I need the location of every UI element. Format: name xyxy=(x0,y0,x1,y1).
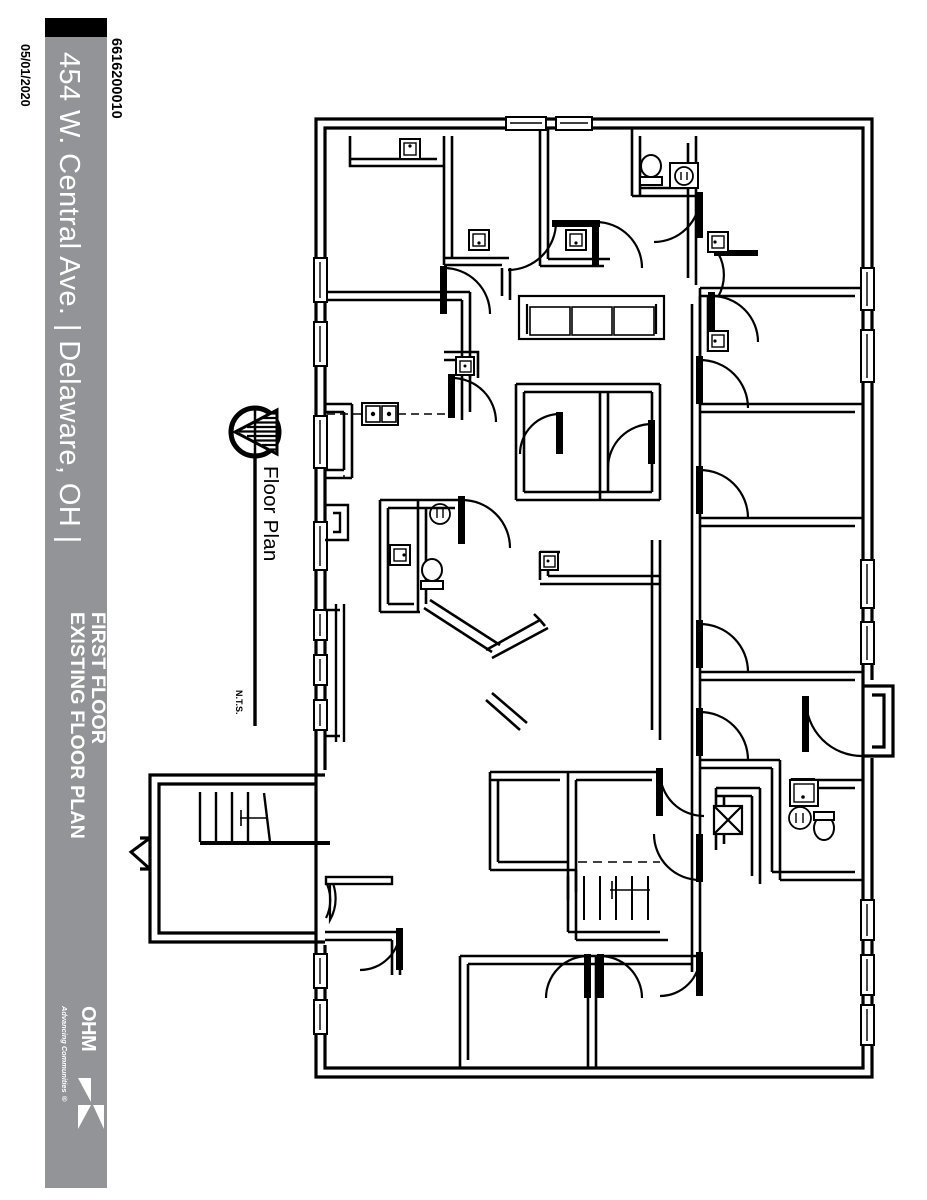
door-east-office-2 xyxy=(696,466,750,519)
toilet-fixture xyxy=(813,811,835,841)
north-arrow-group xyxy=(228,405,282,726)
door-lower-right-restroom xyxy=(652,833,703,882)
door-nw-suite xyxy=(440,266,492,315)
counter-break-line xyxy=(327,413,448,478)
windows-west xyxy=(313,257,328,1035)
sofa-furniture xyxy=(517,294,666,341)
door-nw-office xyxy=(507,220,600,272)
door-east-office-3 xyxy=(696,620,750,673)
logo-tagline: Advancing Communities ® xyxy=(60,1006,69,1104)
door-ne-restroom xyxy=(653,192,703,244)
sink-fixture xyxy=(468,229,490,251)
door-east-office-1 xyxy=(696,356,750,409)
exterior-walls xyxy=(314,117,874,1079)
shaft-marker-icon xyxy=(712,804,744,836)
ohm-logo: OHM Advancing Communities ® xyxy=(30,1000,104,1130)
sheet-title-secondary: FIRST FLOOR xyxy=(87,612,109,745)
door-north-center xyxy=(592,220,644,269)
door-annex-east xyxy=(324,875,394,925)
interior-walls xyxy=(325,128,863,1068)
lavatory-fixtures xyxy=(429,162,812,830)
door-corridor-south xyxy=(656,768,705,818)
toilet-fixture xyxy=(420,558,444,590)
door-center-closet-2 xyxy=(606,420,655,469)
stair-run-lower-center xyxy=(583,876,650,920)
lavatory-fixture xyxy=(669,162,699,189)
windows-north xyxy=(505,116,593,131)
west-annex-stair xyxy=(198,792,330,845)
sheet-title-primary: EXISTING FLOOR PLAN xyxy=(66,612,88,839)
plan-date-label: 05/01/2020 xyxy=(18,44,32,107)
title-bar xyxy=(45,18,107,1188)
cabinet-fixture xyxy=(789,779,819,807)
sink-fixture xyxy=(389,544,411,566)
windows-east xyxy=(860,267,875,1046)
sink-fixtures xyxy=(389,138,815,802)
parcel-id-label: 6616200010 xyxy=(108,38,124,119)
door-center-closet-1 xyxy=(518,412,563,455)
west-annex-walls xyxy=(128,773,325,944)
sink-fixture xyxy=(707,330,729,352)
title-bar-background xyxy=(45,37,107,1188)
title-bar-cap xyxy=(45,18,107,37)
project-address-title: 454 W. Central Ave. | Delaware, OH | xyxy=(53,52,85,544)
door-east-annex xyxy=(802,696,863,758)
logo-wordmark: OHM xyxy=(77,1006,99,1052)
lavatory-fixture xyxy=(788,806,812,830)
door-south-entry-left xyxy=(544,954,591,999)
door-center-restroom-2 xyxy=(458,496,512,549)
toilet-fixture xyxy=(639,154,663,186)
sink-fixture xyxy=(707,231,729,253)
logo-triangle-icon xyxy=(78,1078,104,1129)
door-center-restroom-1 xyxy=(448,374,498,423)
sink-fixture xyxy=(455,356,475,376)
door-east-office-4 xyxy=(696,708,750,761)
toilet-fixtures xyxy=(420,154,835,841)
east-annex-walls xyxy=(863,684,895,758)
door-south-entry-right xyxy=(597,954,644,999)
door-ne-corridor xyxy=(714,250,758,298)
scale-note-label: N.T.S. xyxy=(234,690,244,715)
plan-view-label: Floor Plan xyxy=(259,466,282,562)
lavatory-fixture xyxy=(429,503,451,525)
door-southwest xyxy=(359,928,403,972)
sink-fixture xyxy=(539,551,559,571)
envelope-openings xyxy=(318,680,874,945)
sink-fixture xyxy=(399,138,421,160)
sink-fixture xyxy=(565,229,587,251)
door-ne-office xyxy=(708,292,760,343)
misc-wall-jogs xyxy=(325,503,350,742)
doors xyxy=(359,192,863,999)
door-south-east xyxy=(659,952,703,998)
double-basin-sink xyxy=(361,402,399,426)
